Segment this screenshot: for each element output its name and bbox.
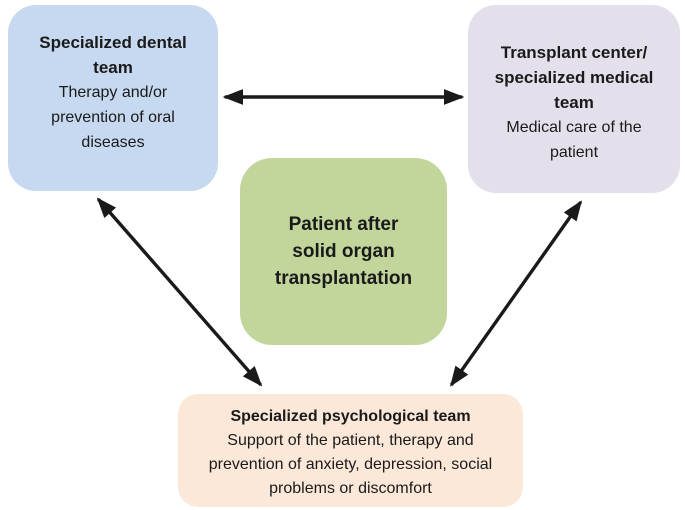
box-psychological-team: Specialized psychological team Support o…	[178, 394, 523, 507]
arrow-medical-psychological	[450, 200, 582, 387]
dental-team-title: Specialized dental team	[39, 33, 187, 77]
arrow-dental-psychological	[96, 197, 263, 387]
psychological-team-title: Specialized psychological team	[230, 408, 471, 425]
box-dental-team: Specialized dental team Therapy and/or p…	[8, 5, 218, 191]
psychological-team-description: Support of the patient, therapy and prev…	[208, 432, 493, 497]
box-transplant-center: Transplant center/ specialized medical t…	[468, 5, 680, 193]
patient-center-title: Patient after solid organ transplantatio…	[274, 214, 413, 289]
dental-team-description: Therapy and/or prevention of oral diseas…	[51, 84, 175, 151]
box-patient-center: Patient after solid organ transplantatio…	[240, 158, 447, 345]
transplant-center-title: Transplant center/ specialized medical t…	[494, 43, 654, 112]
transplant-center-description: Medical care of the patient	[506, 119, 642, 161]
